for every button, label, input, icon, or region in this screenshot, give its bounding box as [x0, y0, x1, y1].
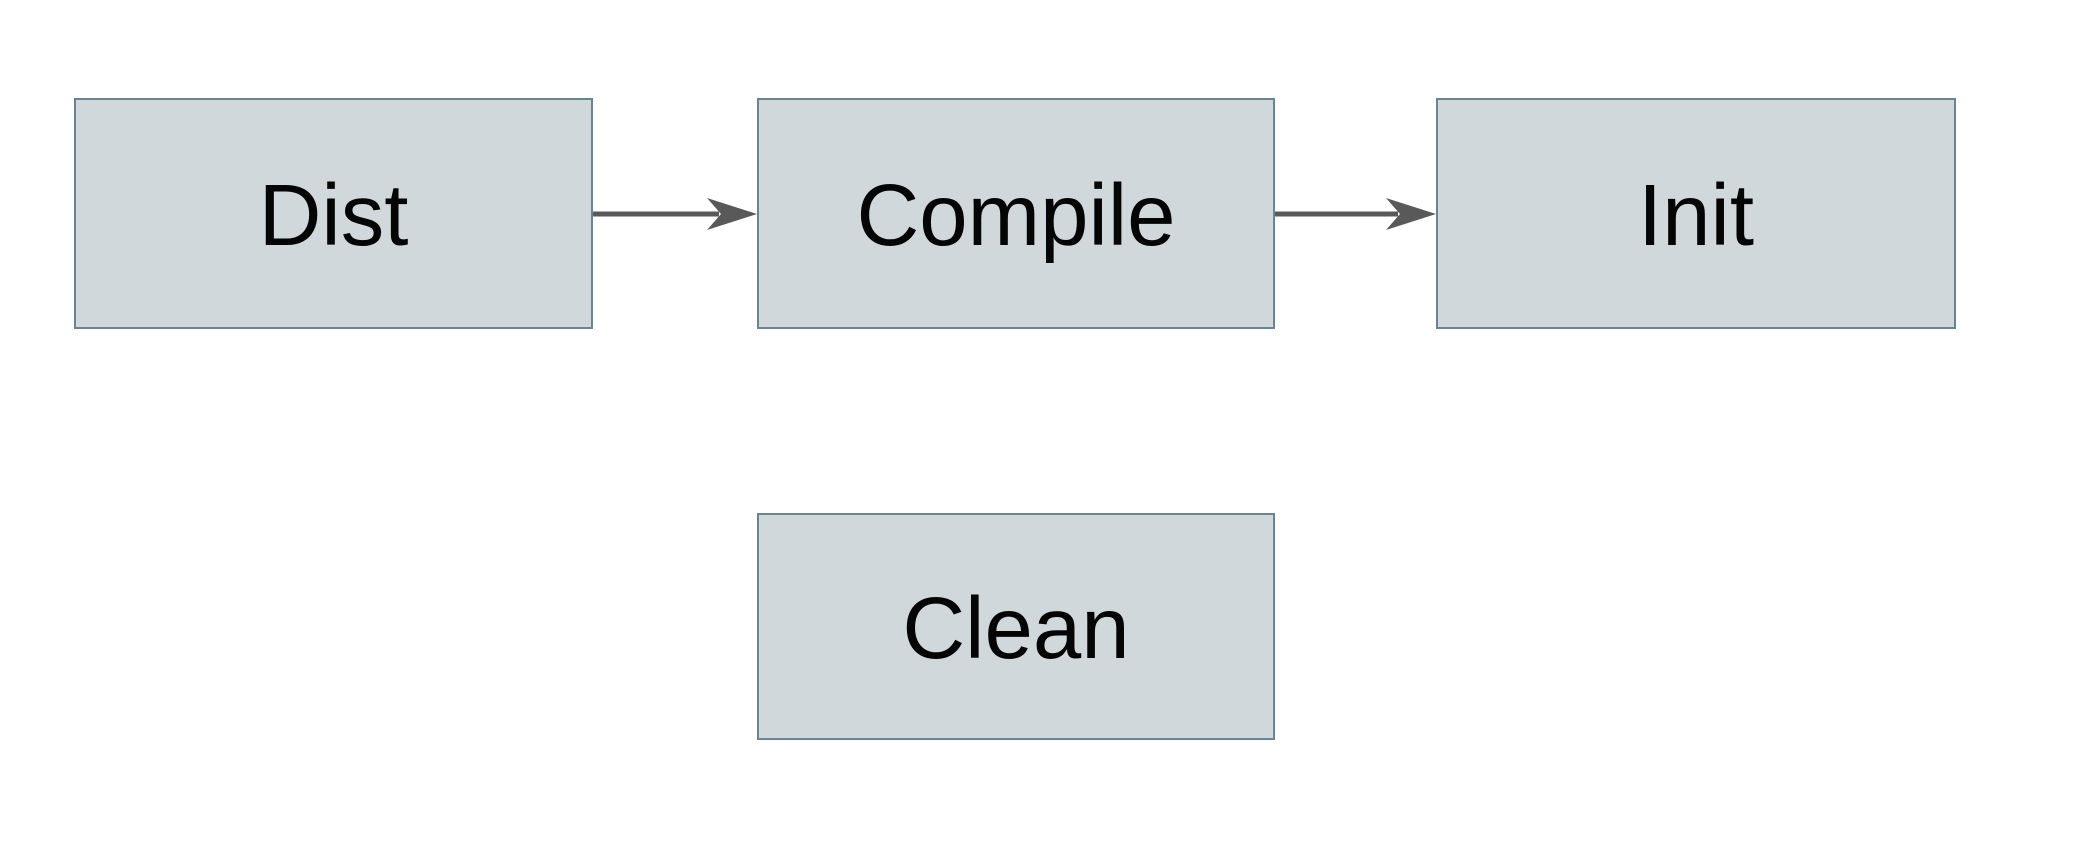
- node-init-label: Init: [1637, 167, 1755, 264]
- connector-compile-to-init: [1275, 194, 1436, 234]
- node-compile: Compile: [757, 98, 1275, 329]
- node-clean: Clean: [757, 513, 1275, 740]
- node-clean-label: Clean: [902, 580, 1130, 677]
- arrow-right-icon: [1275, 198, 1436, 230]
- node-dist: Dist: [74, 98, 593, 329]
- node-dist-label: Dist: [258, 167, 409, 264]
- node-compile-label: Compile: [856, 167, 1176, 264]
- connector-dist-to-compile: [593, 194, 757, 234]
- arrow-right-icon: [593, 198, 757, 230]
- node-init: Init: [1436, 98, 1956, 329]
